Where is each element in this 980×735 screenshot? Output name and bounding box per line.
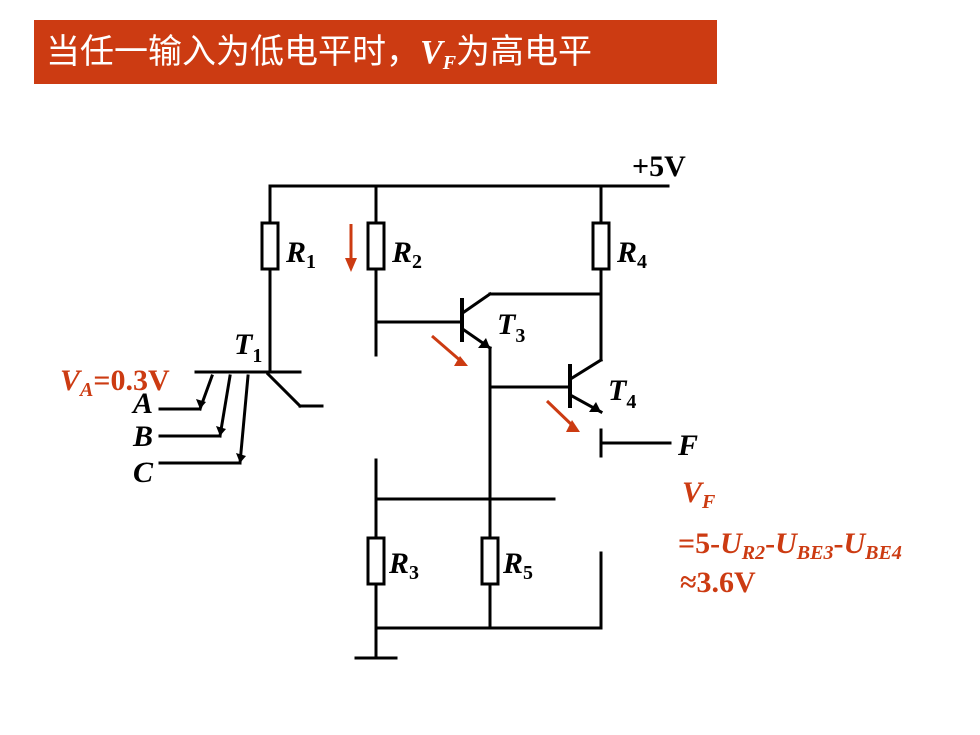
label-t4: T4 (608, 374, 636, 413)
resistors (260, 221, 611, 586)
resistor-r4 (591, 221, 611, 271)
label-t3: T3 (497, 308, 525, 347)
resistor-r3 (366, 536, 386, 586)
slide-title: 当任一输入为低电平时，VF为高电平 (34, 20, 717, 84)
label-t1: T1 (234, 328, 262, 367)
title-prefix: 当任一输入为低电平时， (46, 32, 420, 72)
title-suffix: 为高电平 (456, 32, 593, 72)
resistor-r2 (366, 221, 386, 271)
label-r1: R1 (285, 236, 316, 273)
current-arrow-t3 (431, 334, 463, 364)
label-r4: R4 (616, 236, 647, 273)
input-c-label: C (133, 456, 154, 489)
current-arrow-t4 (545, 399, 576, 429)
label-r3: R3 (388, 547, 419, 584)
input-b-label: B (132, 420, 153, 453)
input-va-label: VA=0.3V (60, 364, 170, 401)
circuit-wires (158, 184, 672, 660)
formula-vf: VF (682, 476, 716, 513)
resistor-r5 (480, 536, 500, 586)
resistor-r1 (260, 221, 280, 271)
output-f-label: F (677, 429, 698, 462)
label-r2: R2 (391, 236, 422, 273)
title-variable: VF (420, 34, 457, 74)
formula-expression: =5-UR2-UBE3-UBE4 (678, 527, 902, 564)
current-flow-arrows (345, 224, 580, 432)
supply-label: +5V (632, 150, 686, 183)
emitter-arrows (196, 338, 601, 463)
input-a-label: A (131, 387, 153, 420)
label-r5: R5 (502, 547, 533, 584)
formula-result: ≈3.6V (680, 566, 756, 599)
